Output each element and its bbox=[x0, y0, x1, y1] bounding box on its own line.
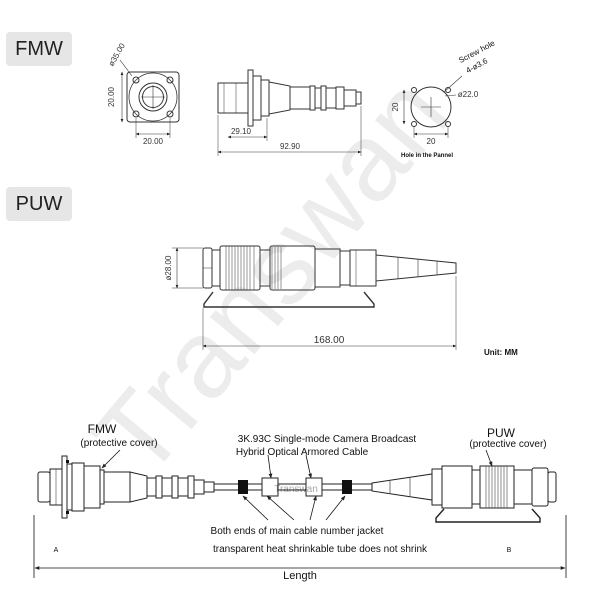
puw-assembly-connector bbox=[371, 465, 557, 523]
jacket-note-line1: Both ends of main cable number jacket bbox=[211, 526, 384, 537]
puw-section-tag: PUW bbox=[6, 187, 72, 221]
puw-knurl-band-b bbox=[271, 247, 282, 289]
assembly-puw-subtitle: (protective cover) bbox=[469, 439, 546, 450]
assembly-puw-title: PUW bbox=[487, 426, 516, 440]
puw-knurl-band-a bbox=[228, 246, 251, 290]
fmw-front-height: 20.00 bbox=[107, 86, 116, 107]
fmw-flange-to-end: 29.10 bbox=[231, 127, 252, 136]
length-dimension bbox=[33, 515, 567, 578]
end-a-label: A bbox=[54, 547, 59, 554]
puw-side-view bbox=[172, 245, 457, 350]
assembly-fmw-subtitle: (protective cover) bbox=[80, 438, 157, 449]
puw-length: 168.00 bbox=[314, 335, 345, 346]
puw-diameter: ø28.00 bbox=[164, 255, 173, 280]
panel-hole-width: 20 bbox=[427, 137, 436, 146]
cable-description-line2: Hybrid Optical Armored Cable bbox=[236, 447, 369, 458]
panel-hole-caption: Hole in the Pannel bbox=[401, 153, 453, 159]
fmw-total-length: 92.90 bbox=[280, 142, 301, 151]
panel-hole-height: 20 bbox=[391, 102, 400, 111]
fmw-flange-diameter: ø35.00 bbox=[107, 41, 128, 68]
cable-watermark: Transwan bbox=[274, 484, 318, 495]
fmw-side-view bbox=[217, 69, 362, 156]
leader-lines bbox=[101, 449, 493, 521]
jacket-note-line2: transparent heat shrinkable tube does no… bbox=[213, 544, 428, 555]
end-b-label: B bbox=[507, 547, 512, 554]
fmw-section-tag: FMW bbox=[6, 32, 72, 66]
puw-assembly-knurl bbox=[485, 466, 508, 508]
fmw-assembly-connector bbox=[37, 455, 215, 519]
fmw-front-width: 20.00 bbox=[143, 137, 164, 146]
fmw-front-view bbox=[119, 59, 180, 138]
cable-description-line1: 3K.93C Single-mode Camera Broadcast bbox=[238, 434, 417, 445]
length-label: Length bbox=[283, 570, 317, 582]
unit-label: Unit: MM bbox=[484, 348, 518, 357]
panel-hole-diameter: ø22.0 bbox=[458, 90, 479, 99]
panel-hole-view bbox=[402, 75, 463, 138]
fmw-flange-pins bbox=[66, 460, 69, 514]
assembly-fmw-title: FMW bbox=[88, 422, 117, 436]
cable-jackets bbox=[238, 480, 352, 494]
watermark: Transwan bbox=[70, 53, 472, 499]
